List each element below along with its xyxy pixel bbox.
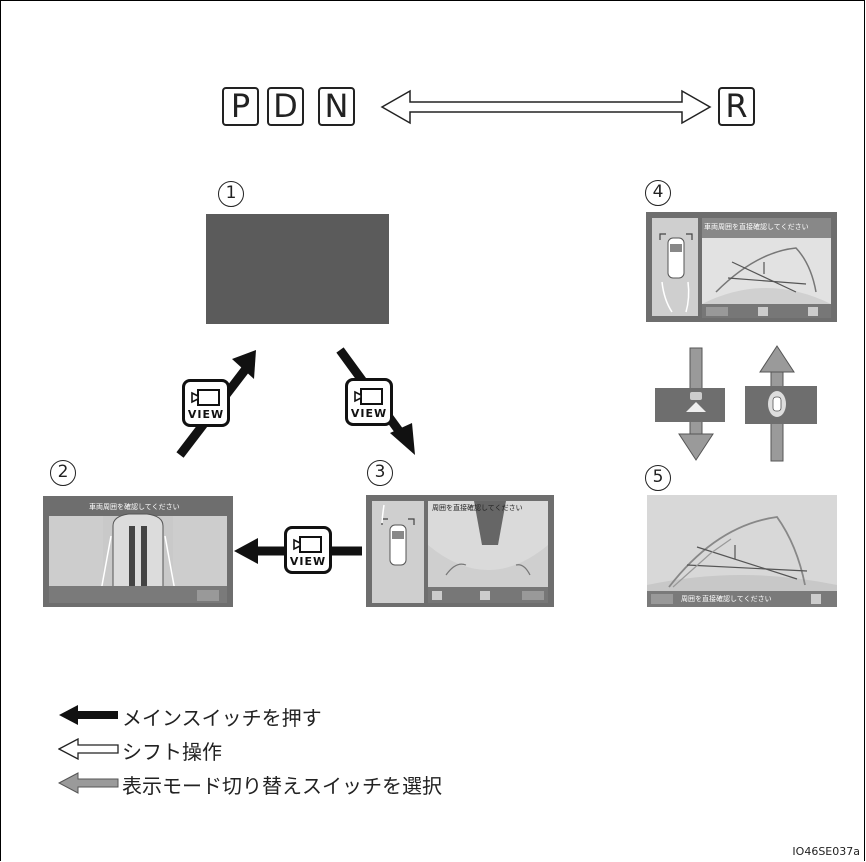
- screen-4-rear-split-view: 車両周囲を直接確認してください: [646, 212, 837, 322]
- screen-3-caption: 周囲を直接確認してください: [432, 504, 523, 512]
- mode-switch-arrows: [655, 345, 817, 462]
- screen-1-off: [206, 214, 389, 324]
- gear-d-label: D: [267, 87, 304, 126]
- camera-icon: [191, 389, 220, 406]
- screen-5-caption: 周囲を直接確認してください: [681, 595, 772, 603]
- view-button-2: VIEW: [345, 378, 393, 426]
- screen-2-side-view: 車両周囲を確認してください: [43, 496, 233, 607]
- legend-black-arrow-icon: [59, 705, 118, 725]
- screen-5-rear-view: 周囲を直接確認してください: [647, 495, 837, 607]
- legend-white-arrow-icon: [58, 738, 119, 760]
- legend-gray-arrow-icon: [58, 772, 119, 794]
- marker-2: 2: [50, 460, 76, 486]
- legend-mode-switch: 表示モード切り替えスイッチを選択: [122, 774, 442, 798]
- legend-main-switch: メインスイッチを押す: [122, 706, 322, 730]
- view-label-1: VIEW: [187, 408, 225, 421]
- view-button-1: VIEW: [182, 379, 230, 427]
- figure-code: IO46SE037a: [792, 845, 860, 858]
- gear-r-label: R: [718, 87, 755, 126]
- marker-3: 3: [367, 460, 393, 486]
- camera-icon: [354, 388, 383, 405]
- view-button-3: VIEW: [284, 526, 332, 574]
- view-label-3: VIEW: [289, 555, 327, 568]
- screen-3-wide-split-view: 周囲を直接確認してください: [366, 495, 554, 607]
- camera-icon: [293, 536, 322, 553]
- view-label-2: VIEW: [350, 407, 388, 420]
- shift-double-arrow: [380, 89, 712, 125]
- marker-4: 4: [645, 180, 671, 206]
- screen-2-caption: 車両周囲を確認してください: [89, 503, 180, 511]
- gear-n-label: N: [318, 87, 355, 126]
- marker-5: 5: [645, 465, 671, 491]
- gear-p-label: P: [222, 87, 259, 126]
- marker-1: 1: [218, 181, 244, 207]
- screen-4-caption: 車両周囲を直接確認してください: [704, 223, 809, 231]
- legend-shift: シフト操作: [122, 740, 222, 764]
